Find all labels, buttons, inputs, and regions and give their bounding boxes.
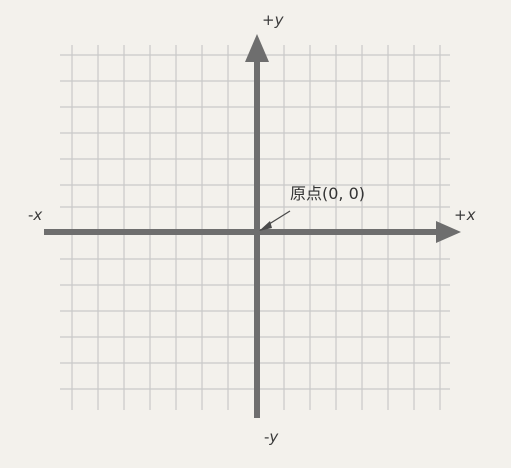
pos-x-var: x (466, 206, 476, 224)
pos-x-label: +x (454, 206, 476, 224)
origin-pointer (259, 210, 291, 231)
y-axis (245, 34, 269, 418)
neg-x-label: -x (28, 206, 42, 224)
neg-y-var: y (268, 428, 279, 446)
neg-x-sign: - (28, 206, 33, 224)
x-axis (44, 221, 461, 243)
pos-y-label: +y (262, 11, 285, 29)
pos-x-sign: + (454, 206, 467, 224)
pos-y-sign: + (262, 11, 275, 29)
x-axis-arrowhead (436, 221, 461, 243)
origin-pointer-arrowhead (259, 221, 272, 231)
neg-y-label: -y (264, 428, 279, 446)
neg-y-sign: - (264, 428, 269, 446)
y-axis-arrowhead (245, 34, 269, 62)
origin-label: 原点(0, 0) (290, 184, 365, 203)
neg-x-var: x (32, 206, 42, 224)
pos-y-var: y (274, 11, 285, 29)
